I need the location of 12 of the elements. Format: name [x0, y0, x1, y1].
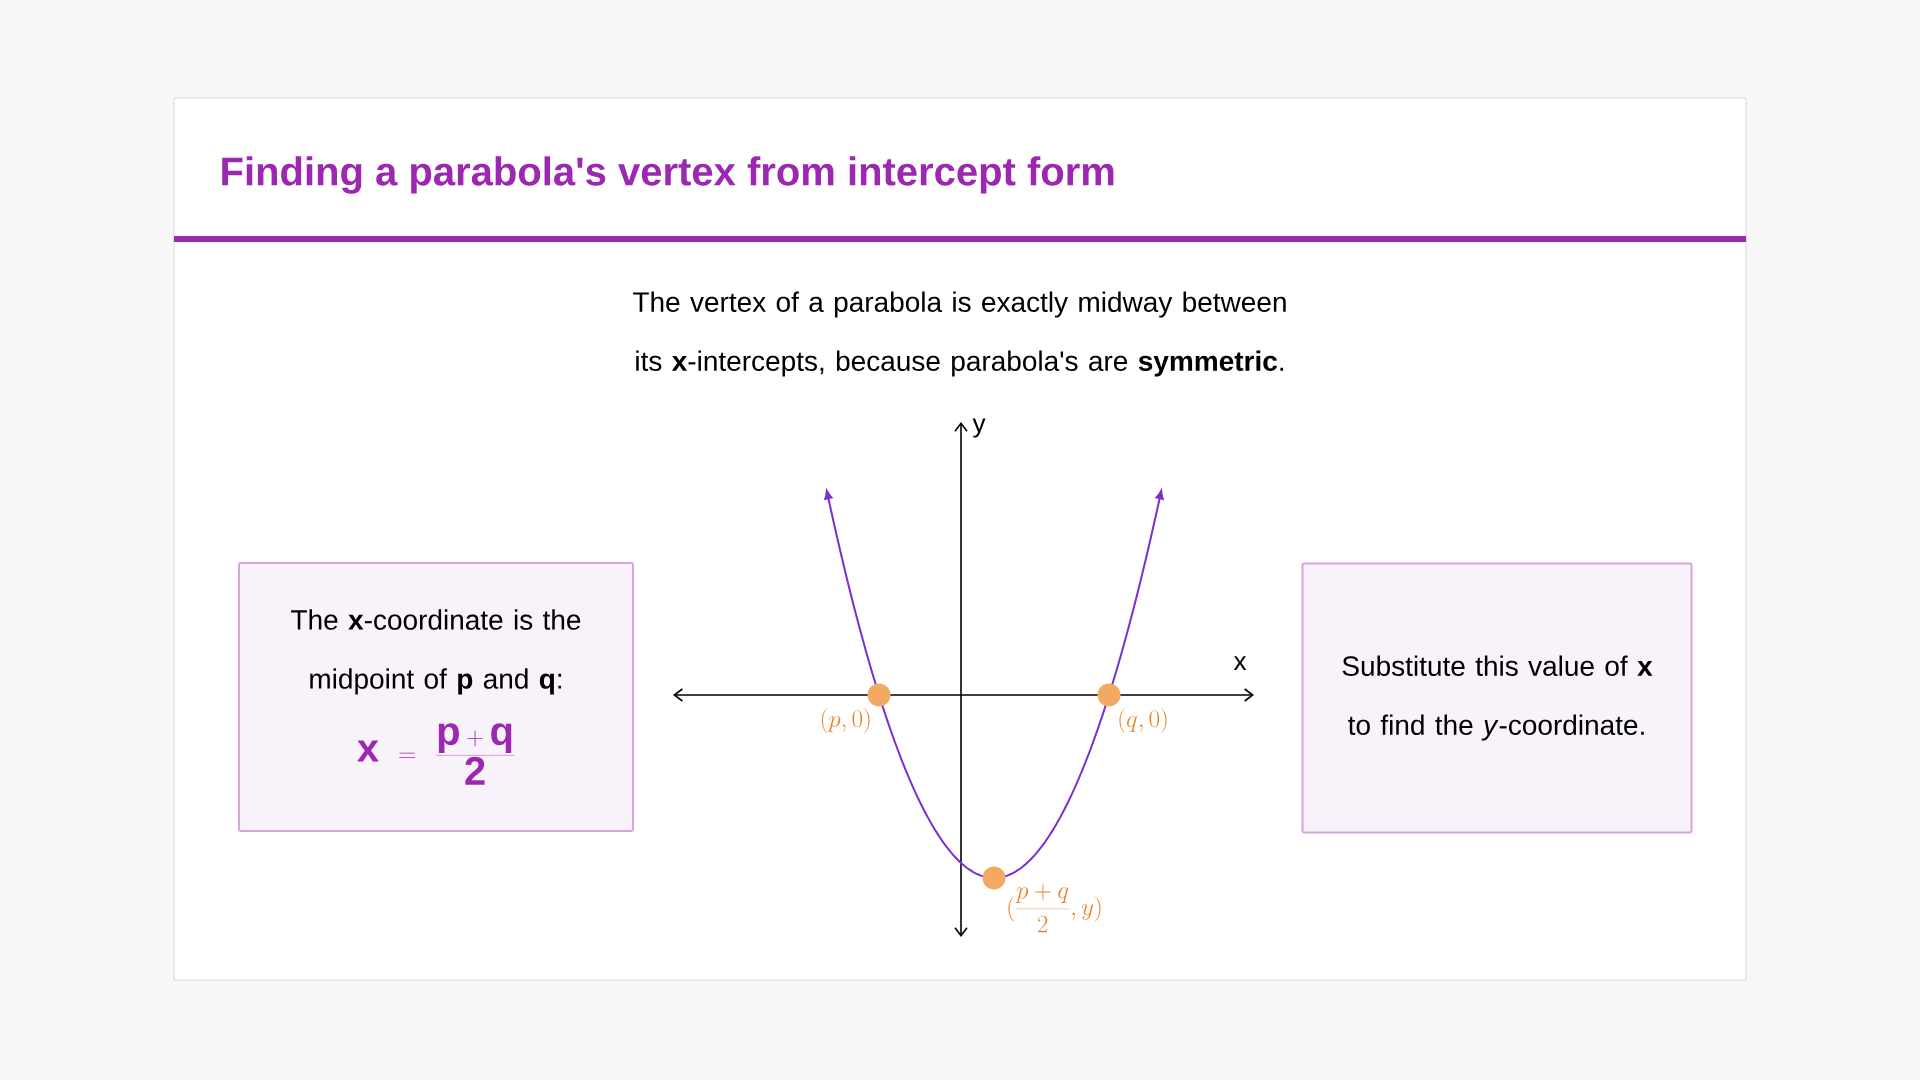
point-label: $(\frac{p+q}{2}, y)$ [1008, 884, 1101, 933]
point-dot [982, 866, 1006, 890]
info-box: Substitute this value of x to find the y-coordinate. [1301, 562, 1693, 834]
point-dot [1097, 683, 1121, 707]
info-box: The x-coordinate is the midpoint of p and q: $\mathbf{x} = \frac{\mathbf{p+q}}{\mathbf{2}}$ [238, 562, 634, 832]
point-label: $(p, 0)$ [821, 708, 870, 734]
axis-label: x [1233, 656, 1247, 670]
axis-label: y [972, 418, 986, 438]
intro-text: The vertex of a parabola is exactly midway between its x-intercepts, because parabola's are symmetric. [633, 291, 1286, 377]
title: Finding a parabola's vertex from intercept form [222, 156, 1114, 194]
point-label: $(q, 0)$ [1119, 708, 1167, 734]
point-dot [867, 683, 891, 707]
